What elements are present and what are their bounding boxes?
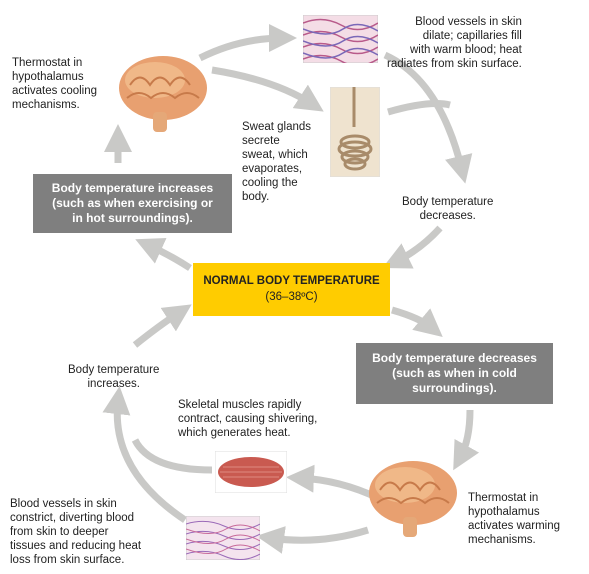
dilated-vessels-icon xyxy=(303,15,378,63)
arrow-sweat-to-result xyxy=(387,100,451,116)
temp-decreases-result-label: Body temperature decreases. xyxy=(402,196,494,222)
arrow-vessels-to-result xyxy=(383,51,473,184)
arrow-brain-to-vessels2 xyxy=(256,526,370,554)
temp-increases-result-label: Body temperature increases. xyxy=(68,364,160,390)
vessels-dilate-label: Blood vessels in skin dilate; capillarie… xyxy=(387,16,522,70)
arrow-center-to-box2 xyxy=(391,306,443,337)
arrow-result-to-center xyxy=(382,225,443,269)
skeletal-muscle-icon xyxy=(215,451,287,493)
stimulus-temp-decreases-box: Body temperature decreases (such as when… xyxy=(356,343,553,404)
arrow-box2-to-brain xyxy=(453,409,480,471)
constricted-vessels-icon xyxy=(186,516,260,560)
arrow-muscle-to-result xyxy=(131,438,213,474)
normal-temperature-range: (36–38ºC) xyxy=(265,291,318,303)
arrow-brain-to-sweat xyxy=(211,66,324,112)
arrow-vessels2-to-result xyxy=(102,386,187,523)
vessels-constrict-label: Blood vessels in skin constrict, diverti… xyxy=(10,498,142,566)
arrow-center-to-box xyxy=(135,238,192,271)
normal-temperature-title: NORMAL BODY TEMPERATURE xyxy=(203,275,380,287)
stimulus-temp-increases-box: Body temperature increases (such as when… xyxy=(33,174,232,233)
brain-icon xyxy=(369,461,457,537)
arrow-result-to-center2 xyxy=(132,304,192,348)
muscles-shiver-label: Skeletal muscles rapidly contract, causi… xyxy=(178,399,318,439)
sweat-gland-icon xyxy=(330,87,380,177)
arrow-brain-to-vessels xyxy=(198,24,297,62)
thermostat-warming-label: Thermostat in hypothalamus activates war… xyxy=(468,492,561,546)
normal-temperature-box: NORMAL BODY TEMPERATURE (36–38ºC) xyxy=(193,263,390,316)
sweat-glands-label: Sweat glands secrete sweat, which evapor… xyxy=(242,121,312,203)
brain-icon xyxy=(119,56,207,132)
thermostat-cooling-label: Thermostat in hypothalamus activates coo… xyxy=(12,57,98,111)
